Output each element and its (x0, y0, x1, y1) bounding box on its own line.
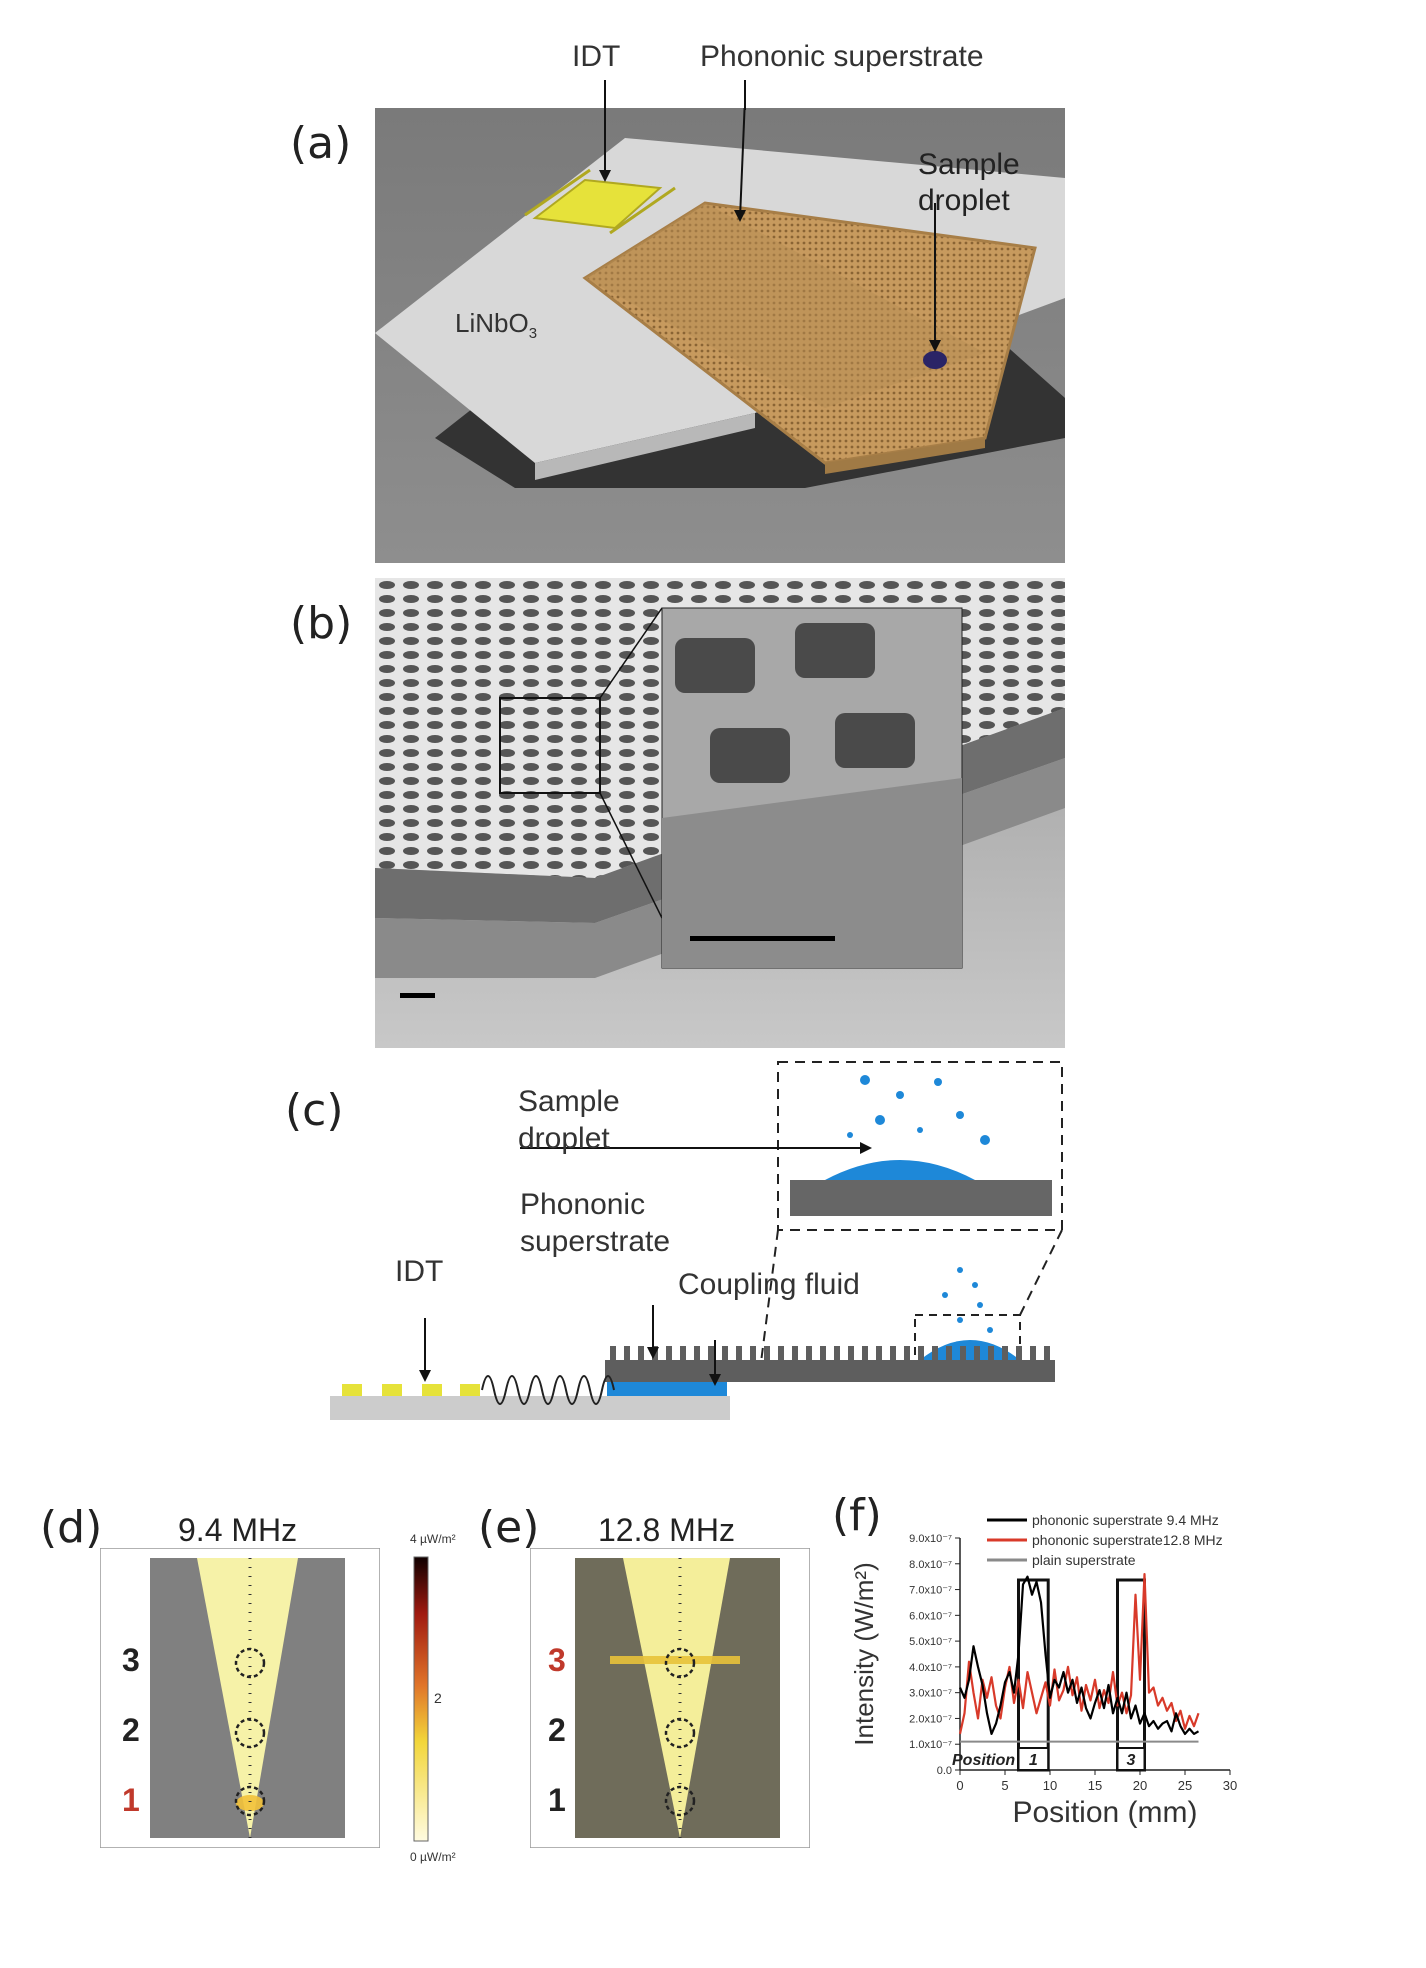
series-line-0 (958, 1575, 1200, 1736)
x-tick-label: 30 (1223, 1778, 1237, 1793)
region-label-1: 1 (1029, 1752, 1038, 1769)
panel-f-chart: phononic superstrate 9.4 MHz phononic sup… (849, 1512, 1237, 1829)
y-tick-label: 2.0x10⁻⁷ (909, 1713, 952, 1725)
panel-c-superstrate-line2: superstrate (520, 1225, 671, 1258)
region-label-3: 3 (1127, 1752, 1136, 1769)
y-tick-label: 3.0x10⁻⁷ (909, 1688, 952, 1700)
y-axis-label: Intensity (W/m²) (849, 1562, 879, 1745)
panel-a-substrate-label: LiNbO3 (455, 308, 537, 342)
panel-d-pos-1: 1 (122, 1782, 140, 1818)
panel-d-label: (d) (40, 1502, 103, 1553)
panel-c-label: (c) (285, 1085, 344, 1136)
superstrate-pillars (610, 1346, 1050, 1360)
substrate-name: LiNbO (455, 308, 529, 338)
substrate-subscript: 3 (528, 325, 538, 343)
panel-e-label: (e) (478, 1502, 540, 1553)
panel-a-label: (a) (290, 118, 352, 169)
y-tick-label: 7.0x10⁻⁷ (909, 1585, 952, 1597)
region-label-box-3 (1116, 1747, 1146, 1771)
panel-a-sample-line2: droplet (918, 184, 1010, 217)
legend-label-0: phononic superstrate 9.4 MHz (1032, 1512, 1219, 1528)
sample-droplet (923, 351, 947, 369)
x-tick-label: 5 (1001, 1778, 1008, 1793)
scale-bar (400, 993, 435, 998)
panel-e-map (530, 1548, 810, 1848)
legend-label-2: plain superstrate (1032, 1552, 1136, 1568)
y-tick-label: 5.0x10⁻⁷ (909, 1636, 952, 1648)
panel-a-idt-label: IDT (572, 40, 621, 73)
panel-c-superstrate-line1: Phononic (520, 1188, 646, 1221)
y-tick-label: 0.0 (937, 1765, 952, 1777)
x-tick-label: 15 (1088, 1778, 1102, 1793)
y-tick-label: 9.0x10⁻⁷ (909, 1533, 952, 1545)
panel-e-pos-3: 3 (548, 1642, 566, 1678)
panel-c-sample-line2: droplet (518, 1122, 610, 1155)
panel-c-idt-label: IDT (395, 1255, 444, 1288)
y-tick-label: 4.0x10⁻⁷ (909, 1662, 952, 1674)
y-tick-label: 8.0x10⁻⁷ (909, 1559, 952, 1571)
panel-d-freq: 9.4 MHz (178, 1512, 298, 1548)
panel-d-pos-3: 3 (122, 1642, 140, 1678)
panel-c-coupling-label: Coupling fluid (678, 1268, 860, 1301)
x-tick-label: 10 (1043, 1778, 1057, 1793)
colorbar (413, 1556, 429, 1842)
x-axis-label: Position (mm) (1012, 1796, 1197, 1829)
panel-a-sample-line1: Sample (918, 148, 1020, 181)
panel-a-render (375, 108, 1065, 563)
panel-a-top-arrows (604, 80, 746, 110)
idt-electrodes (524, 168, 676, 235)
panel-f-label: (f) (832, 1490, 882, 1541)
panel-d-map (100, 1548, 380, 1848)
x-tick-label: 20 (1133, 1778, 1147, 1793)
y-tick-label: 6.0x10⁻⁷ (909, 1610, 952, 1622)
y-tick-label: 1.0x10⁻⁷ (909, 1739, 952, 1751)
saw-wave (481, 1375, 615, 1405)
panel-a-superstrate-label: Phononic superstrate (700, 40, 984, 73)
colorbar-max: 4 µW/m² (410, 1532, 456, 1546)
x-tick-label: 0 (956, 1778, 963, 1793)
colorbar-min: 0 µW/m² (410, 1850, 456, 1864)
panel-e-pos-1: 1 (548, 1782, 566, 1818)
panel-e-freq: 12.8 MHz (598, 1512, 735, 1548)
series-line-1 (958, 1572, 1200, 1735)
x-tick-label: 25 (1178, 1778, 1192, 1793)
position-label: Position (952, 1752, 1015, 1769)
panel-e-pos-2: 2 (548, 1712, 566, 1748)
inset-scale-bar (690, 936, 835, 941)
panel-c-schematic (330, 1061, 1063, 1420)
colorbar-mid: 2 (434, 1690, 442, 1706)
panel-b-label: (b) (290, 598, 353, 649)
legend-label-1: phononic superstrate12.8 MHz (1032, 1532, 1223, 1548)
panel-b-sem-image (375, 578, 1065, 1048)
panel-c-sample-line1: Sample (518, 1085, 620, 1118)
region-label-box-1 (1017, 1747, 1050, 1771)
panel-d-pos-2: 2 (122, 1712, 140, 1748)
